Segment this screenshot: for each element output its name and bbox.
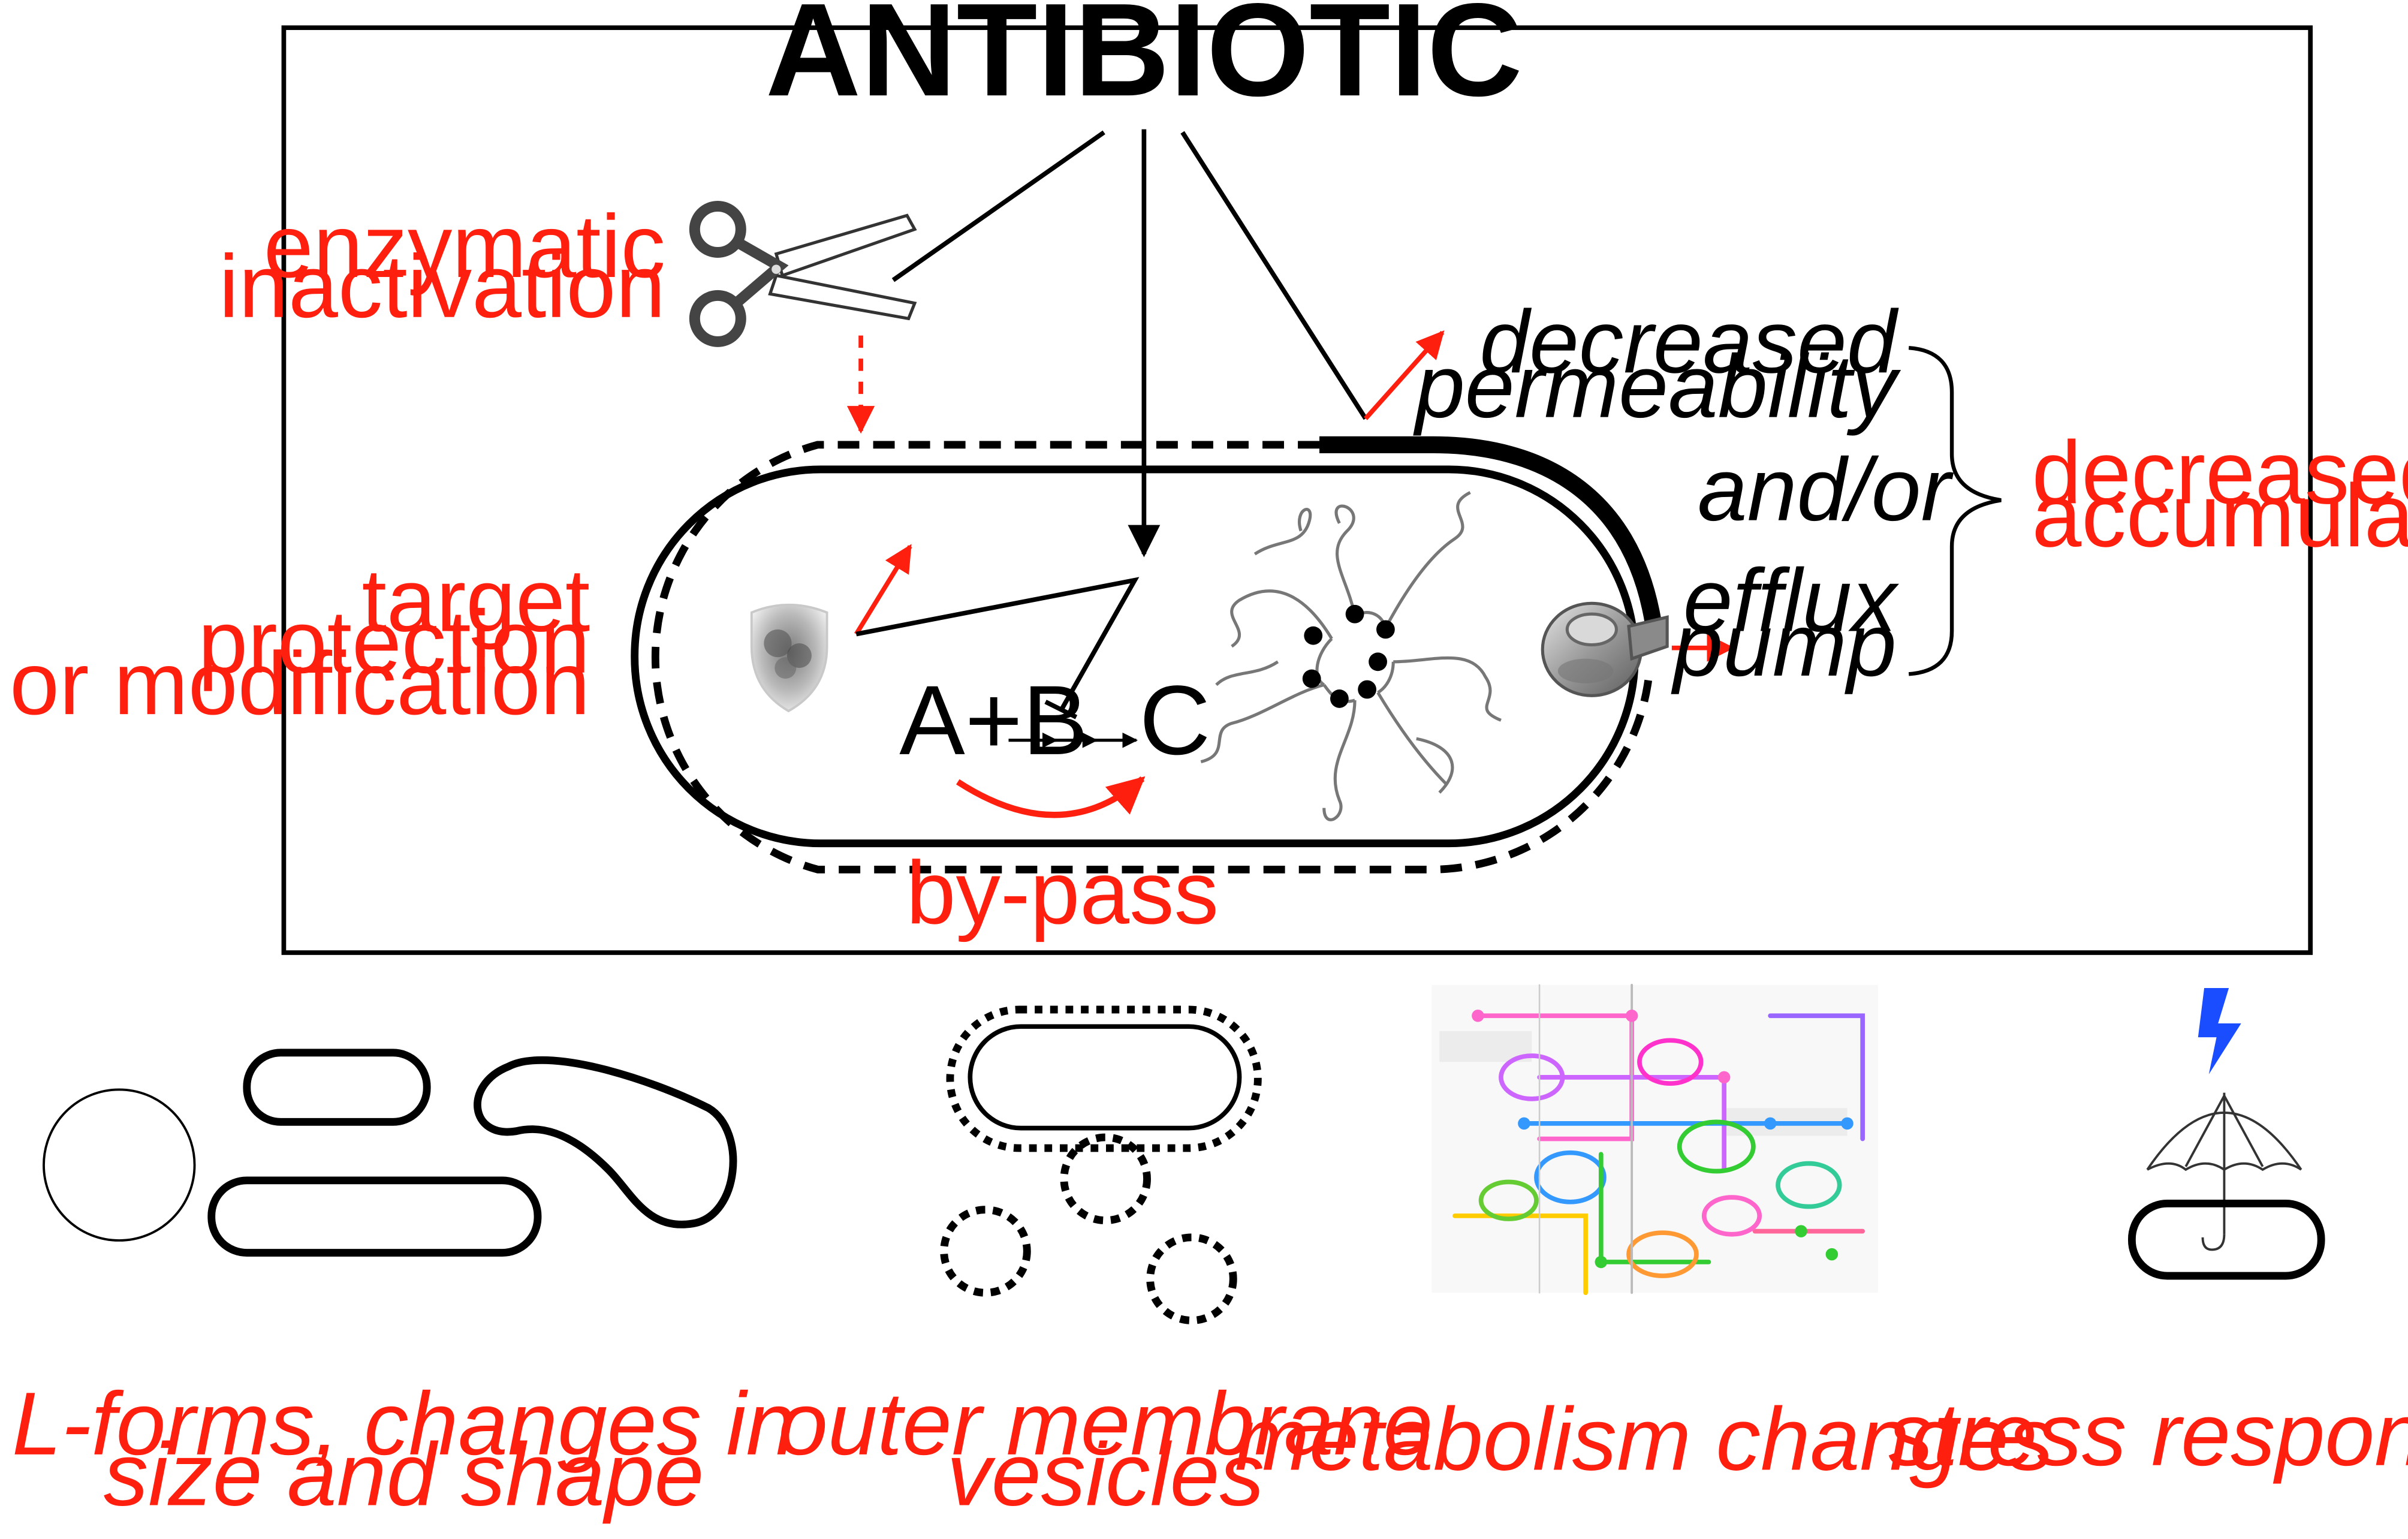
metabolic-map-icon <box>1431 983 1878 1296</box>
omv-label-line1: outer membrane <box>778 1374 1433 1474</box>
efflux-label-line1: efflux <box>1683 550 1899 650</box>
permeability-label-line2: permeability <box>1413 336 1901 436</box>
lform-long-rod <box>207 1176 542 1257</box>
lightning-bolt-icon <box>2198 988 2241 1074</box>
omv-panel: outer membrane vesicles <box>778 1005 1433 1525</box>
shield-icon <box>750 603 828 713</box>
omv-inner-membrane <box>968 1024 1242 1131</box>
stress-label: stress responses <box>1888 1384 2408 1484</box>
permeability-label-line1: decreased <box>1479 291 1898 391</box>
lform-short-rod <box>243 1049 431 1126</box>
shield-deflect-arrow <box>854 544 912 636</box>
accumulation-label-line1: decreased <box>2032 422 2408 522</box>
stress-panel: stress responses <box>1888 988 2408 1484</box>
omv-vesicle-3 <box>1146 1233 1237 1324</box>
bypass-curved-arrow <box>956 776 1146 818</box>
enzymatic-label-line1: enzymatic <box>264 196 665 296</box>
dna-icon <box>1200 491 1502 821</box>
target-label-line1: target <box>362 550 590 650</box>
antibiotic-to-scissors-line <box>891 130 1105 282</box>
lforms-label-line2: size and shape <box>104 1424 704 1525</box>
reaction-left: A+B <box>899 665 1088 775</box>
scissors-icon <box>689 200 917 347</box>
reaction-right: C <box>1140 665 1211 775</box>
lforms-panel: L-forms, changes in size and shape <box>12 1049 795 1525</box>
curly-brace <box>1908 345 2002 676</box>
target-inhibition-line <box>855 577 1140 709</box>
andor-label: and/or <box>1698 439 1954 540</box>
accumulation-label-line2: accumulation <box>2032 465 2408 565</box>
lform-bent-cell <box>474 1056 737 1228</box>
metabolism-label: metabolism changes <box>1235 1389 2053 1489</box>
main-panel: ANTIBIOTIC enzymatic inactivation target… <box>10 0 2408 955</box>
lform-sphere <box>43 1088 196 1242</box>
omv-vesicle-2 <box>940 1206 1031 1297</box>
omv-vesicle-1 <box>1060 1133 1151 1225</box>
omv-outer-membrane <box>946 1005 1262 1152</box>
omv-label-line2: vesicles <box>947 1424 1264 1525</box>
inhibition-bar <box>1044 700 1078 719</box>
target-label-line3: or modification <box>10 633 590 733</box>
umbrella-icon <box>2146 1092 2302 1251</box>
pump-icon <box>1541 601 1669 697</box>
antibiotic-title: ANTIBIOTIC <box>766 0 1523 124</box>
stress-cell <box>2127 1199 2325 1280</box>
main-panel-frame <box>281 25 2313 955</box>
membrane-deflect-arrow <box>1364 330 1445 420</box>
outer-membrane-dashed <box>651 441 1653 874</box>
outer-membrane-thick <box>1319 436 1662 625</box>
enzymatic-label-line2: inactivation <box>219 236 665 336</box>
efflux-label-line2: pump <box>1671 595 1896 695</box>
antibiotic-to-membrane-line <box>1180 131 1368 420</box>
bypass-label: by-pass <box>906 842 1219 942</box>
lforms-label-line1: L-forms, changes in <box>12 1374 795 1474</box>
target-label-line2: protection <box>198 592 590 692</box>
